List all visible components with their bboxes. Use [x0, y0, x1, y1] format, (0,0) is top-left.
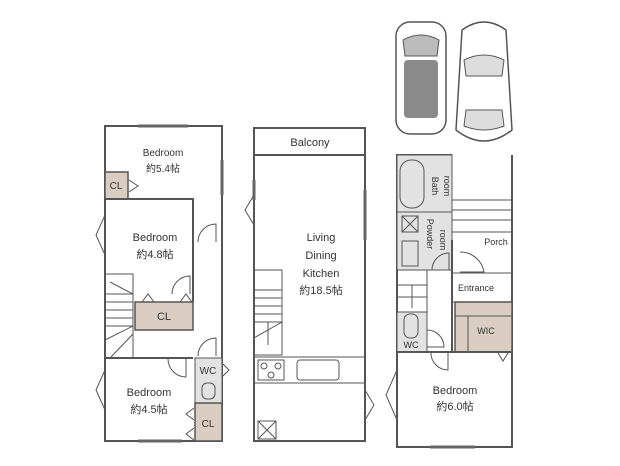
room-size: 約4.8帖: [136, 247, 173, 261]
entrance-label: Entrance: [458, 283, 494, 293]
bath-label: Bath: [430, 177, 440, 196]
closet-label: CL: [157, 311, 171, 323]
wc-label: WC: [404, 340, 419, 350]
closet-label: CL: [110, 181, 123, 192]
ldk-label: Living: [307, 232, 336, 244]
room-size: 約5.4帖: [146, 162, 180, 175]
ldk-size: 約18.5帖: [299, 283, 342, 297]
car-dark: [395, 21, 447, 135]
wic-label: WIC: [477, 326, 495, 336]
ldk-label: Kitchen: [303, 268, 340, 280]
porch-label: Porch: [484, 237, 508, 247]
ground-floor: [385, 154, 513, 449]
closet-label: CL: [202, 419, 215, 430]
wc-label: WC: [200, 366, 217, 377]
ldk-label: Dining: [305, 250, 336, 262]
room-label: Bedroom: [133, 232, 178, 244]
room-size: 約6.0帖: [436, 399, 473, 413]
room-size: 約4.5帖: [130, 402, 167, 416]
room-label: Bedroom: [127, 387, 172, 399]
upper-floor: [95, 124, 230, 443]
balcony-label: Balcony: [290, 137, 330, 149]
bath-label: room: [442, 176, 452, 197]
room-label: Bedroom: [433, 385, 478, 397]
room-label: Bedroom: [143, 148, 184, 159]
powder-label: room: [438, 230, 448, 251]
middle-floor: [244, 127, 375, 442]
car-light: [455, 21, 513, 142]
powder-label: Powder: [425, 219, 435, 250]
